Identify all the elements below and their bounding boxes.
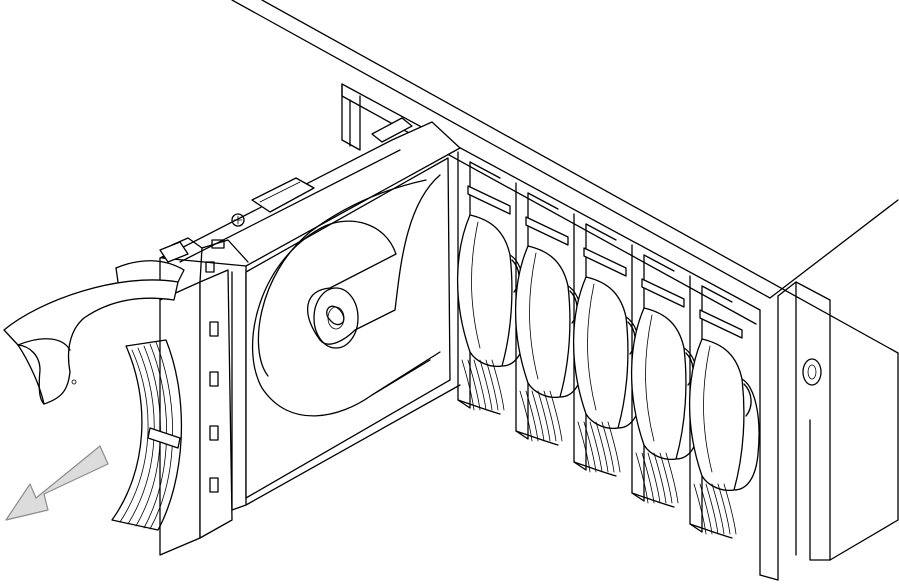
installed-drive-5	[688, 275, 760, 539]
screw-icon	[231, 213, 245, 227]
installed-drive-4	[630, 244, 702, 508]
installed-drive-3	[572, 213, 644, 477]
installed-drive-2	[514, 182, 586, 446]
drive-platter-window	[245, 157, 451, 499]
installed-drive-bays	[456, 151, 760, 539]
arrow-down-left-icon	[5, 445, 109, 521]
disc-platter-icon	[251, 174, 441, 417]
drive-top-label	[251, 177, 315, 213]
removed-hard-drive	[3, 117, 461, 556]
installed-drive-1	[456, 151, 528, 415]
bezel-vent-slots	[205, 239, 225, 493]
drive-release-lever	[3, 241, 189, 405]
drive-lower-bezel-ribs	[111, 339, 183, 531]
flange-mount-hole-icon	[802, 358, 822, 386]
